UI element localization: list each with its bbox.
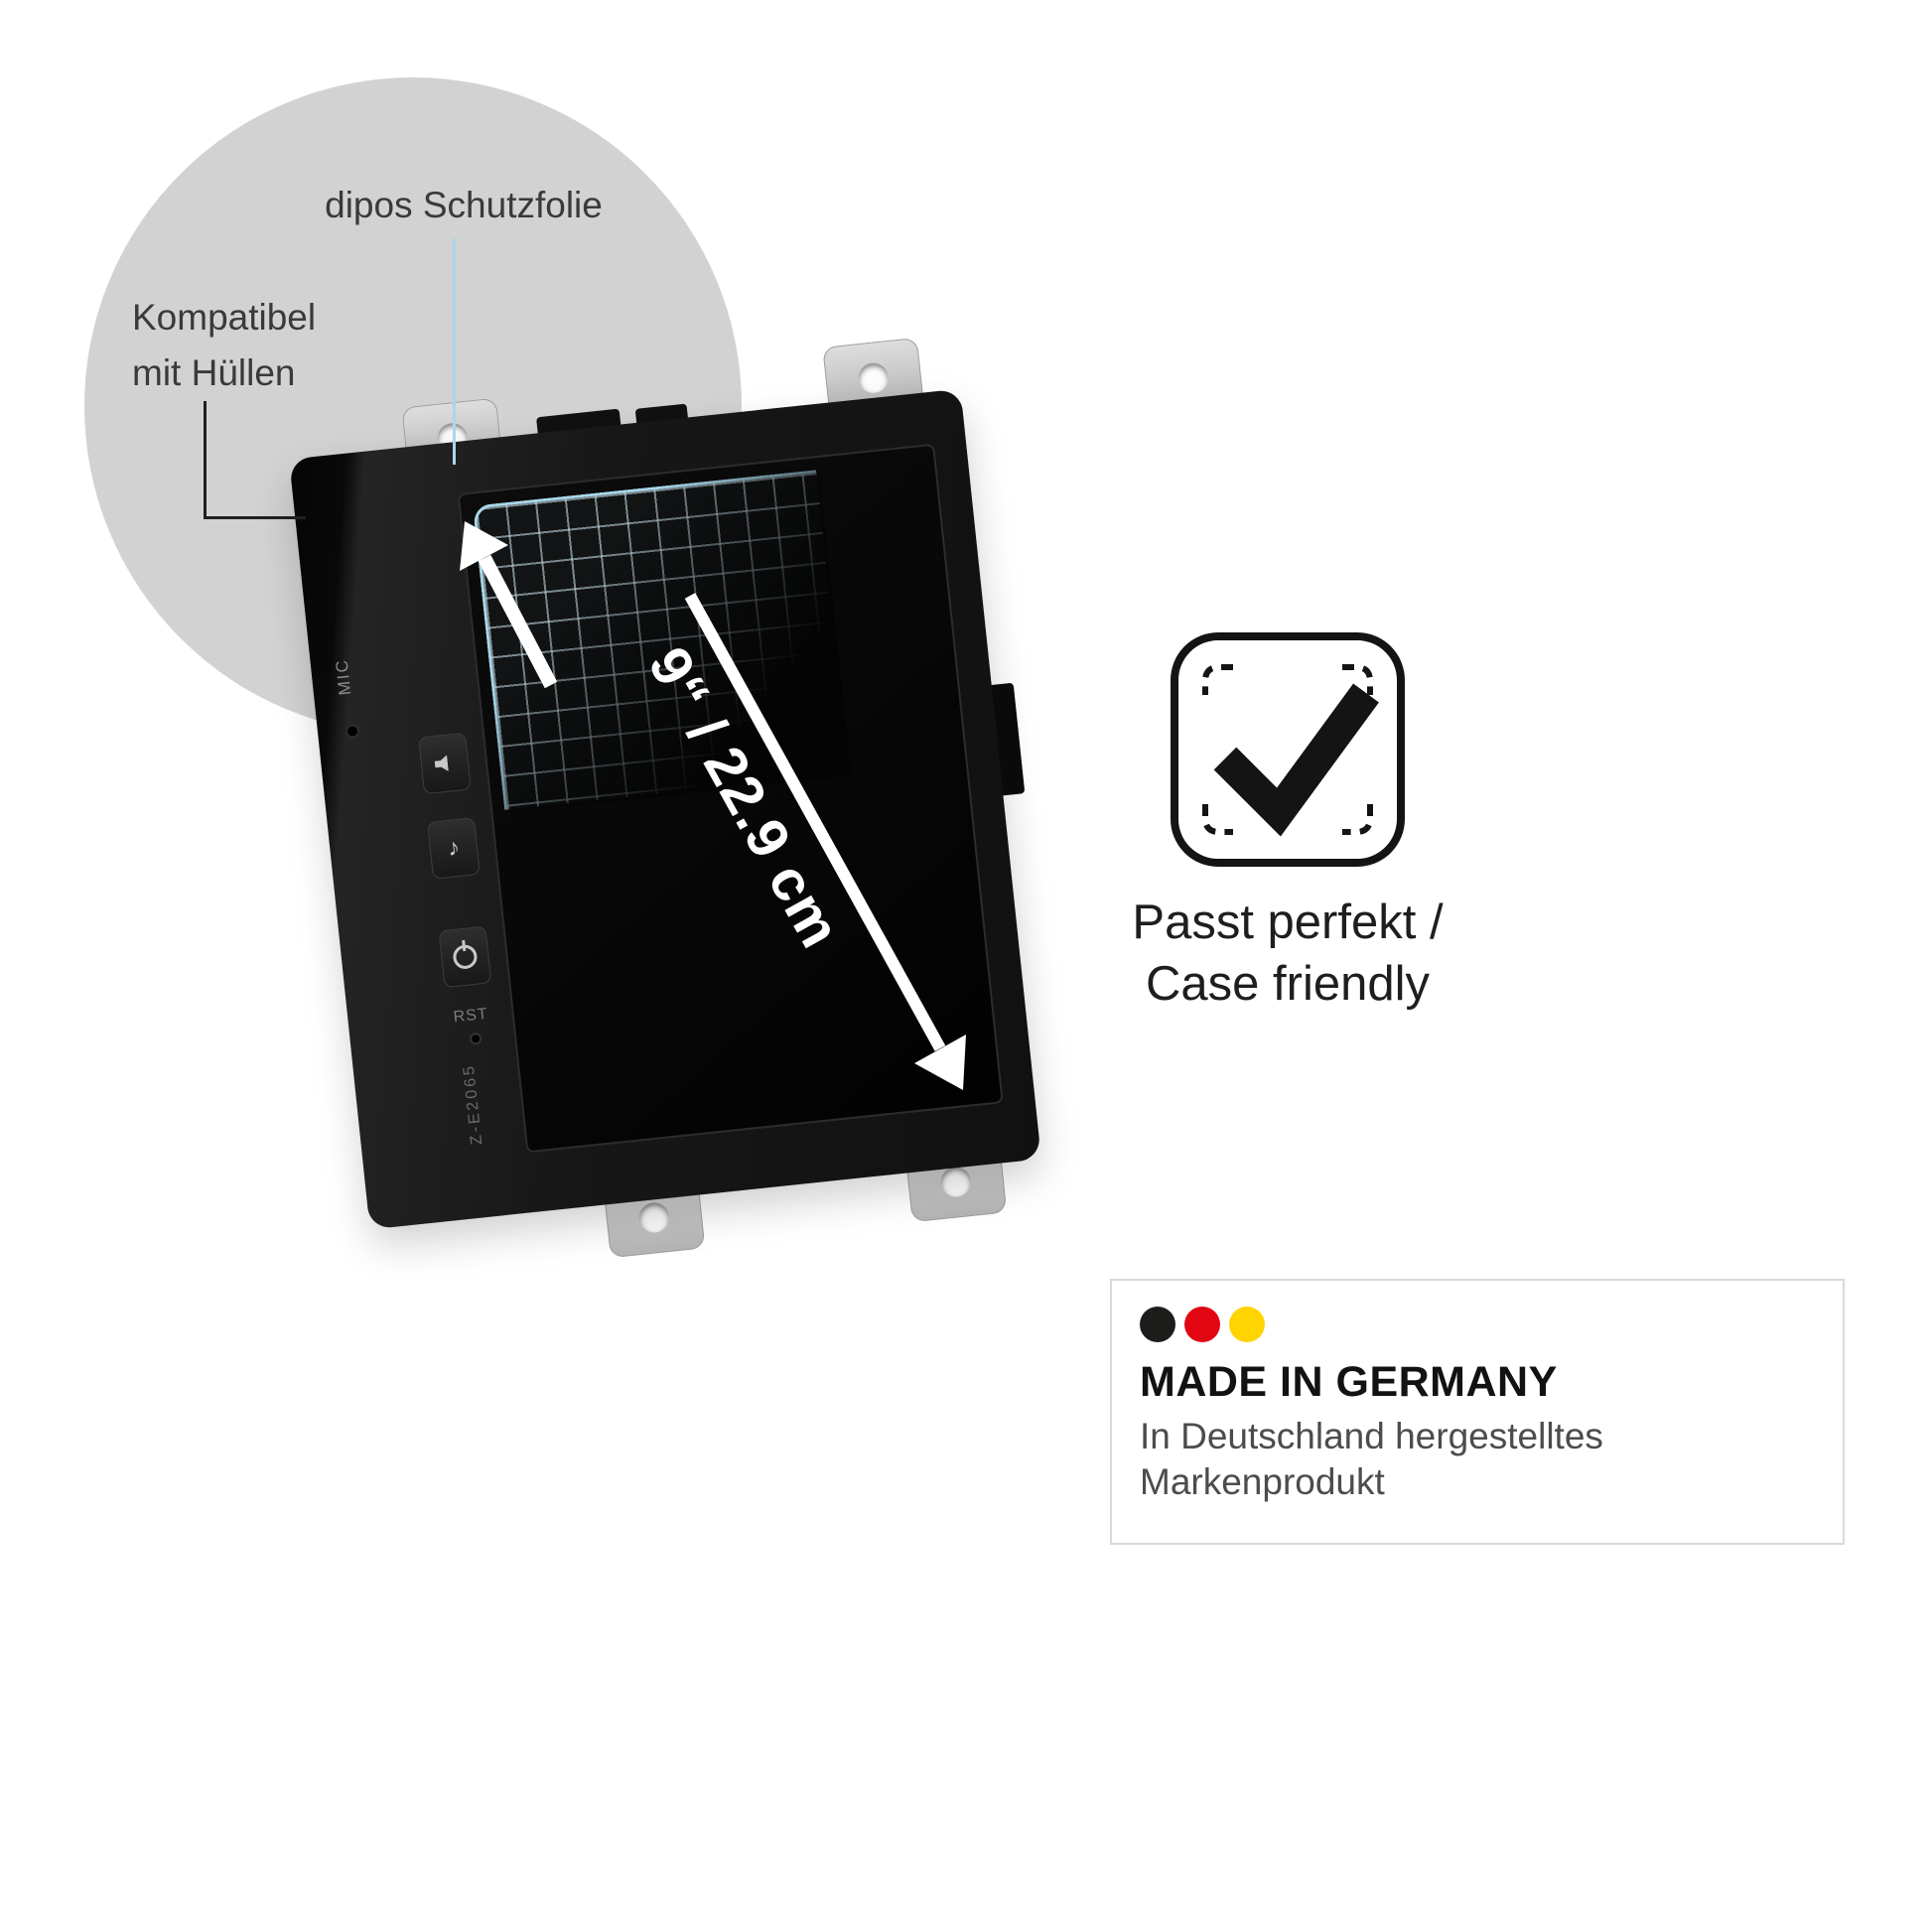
protector-callout-label: dipos Schutzfolie — [325, 185, 603, 225]
reset-pinhole — [469, 1032, 483, 1045]
mic-label: MIC — [332, 657, 355, 697]
protector-leader-line — [453, 238, 456, 465]
german-flag-dots — [1140, 1307, 1815, 1342]
flag-dot-black — [1140, 1307, 1175, 1342]
power-icon — [452, 943, 479, 971]
model-number-label: Z-E2065 — [460, 1062, 486, 1146]
case-callout-line2: mit Hüllen — [132, 352, 296, 393]
made-in-germany-title: MADE IN GERMANY — [1140, 1358, 1558, 1406]
flag-dot-gold — [1229, 1307, 1265, 1342]
checkmark-icon — [1213, 683, 1379, 837]
flag-dot-red — [1184, 1307, 1220, 1342]
music-note-icon: ♪ — [446, 833, 462, 863]
car-head-unit: MIC ♪ RST Z-E2065 — [289, 337, 1041, 1259]
made-in-germany-badge: MADE IN GERMANY In Deutschland hergestel… — [1110, 1279, 1845, 1545]
fit-badge-text: Passt perfekt / Case friendly — [1030, 892, 1546, 1015]
made-in-germany-subtitle: In Deutschland hergestelltes Markenprodu… — [1140, 1414, 1815, 1505]
case-friendly-icon — [1171, 632, 1405, 867]
mic-hole — [345, 723, 360, 740]
power-button — [438, 925, 492, 989]
mounting-hole-bottom-right — [939, 1165, 973, 1198]
fit-badge-line2: Case friendly — [1146, 957, 1430, 1011]
case-leader-line — [204, 401, 306, 519]
mounting-hole-top-right — [857, 361, 891, 395]
case-callout-label: Kompatibel mit Hüllen — [132, 290, 316, 401]
mounting-hole-bottom-left — [637, 1200, 671, 1234]
device-body: MIC ♪ RST Z-E2065 — [289, 388, 1041, 1230]
reset-label: RST — [452, 1005, 489, 1027]
speaker-icon — [434, 754, 456, 773]
music-button: ♪ — [427, 817, 481, 880]
made-in-germany-line1: In Deutschland hergestelltes — [1140, 1416, 1603, 1456]
case-callout-line1: Kompatibel — [132, 297, 317, 338]
made-in-germany-line2: Markenprodukt — [1140, 1461, 1385, 1502]
crop-marks — [1202, 664, 1373, 835]
mute-button — [418, 732, 472, 795]
fit-badge-line1: Passt perfekt / — [1132, 896, 1444, 949]
